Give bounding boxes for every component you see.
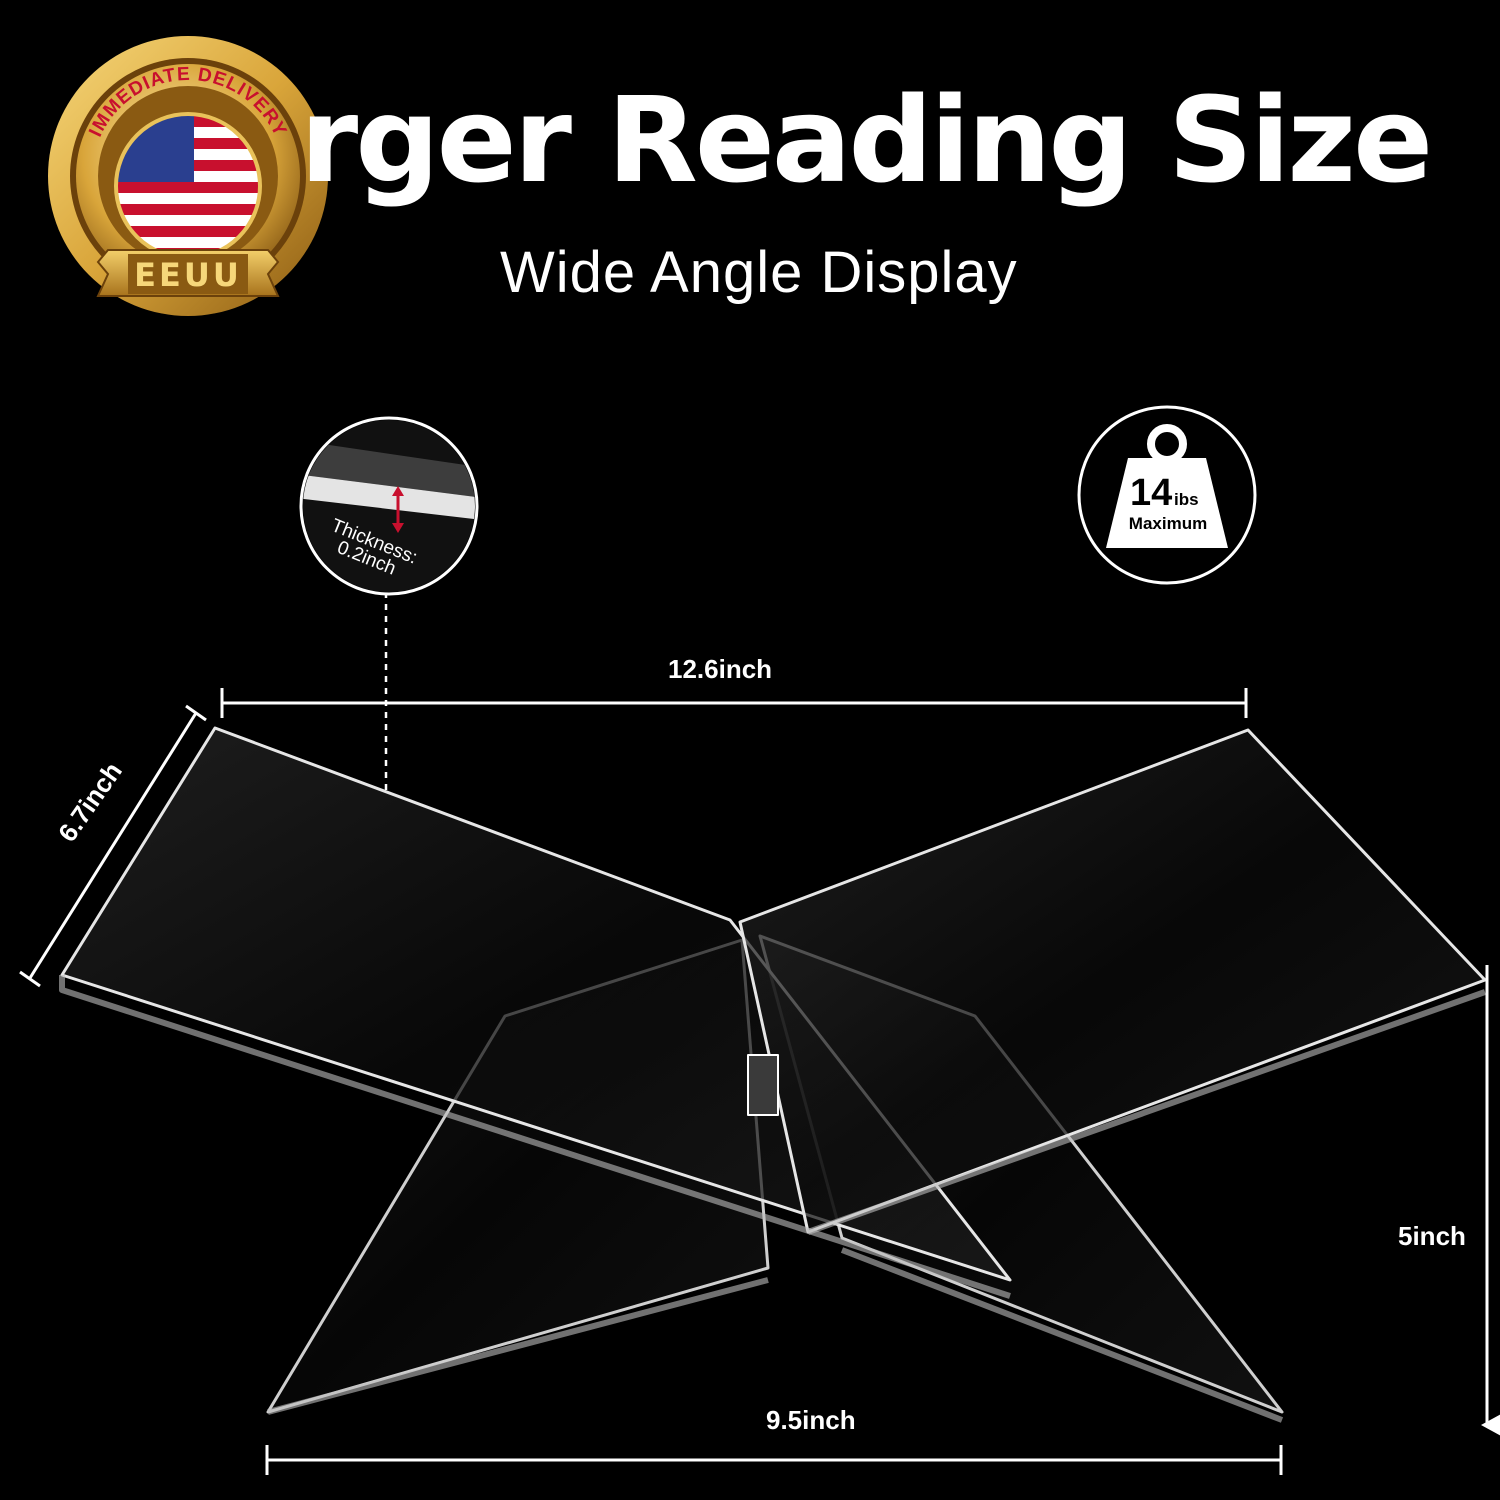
dimension-top-width: 12.6inch (668, 654, 773, 684)
weight-icon (1106, 424, 1228, 548)
badge-ribbon-text: EEUU (134, 256, 242, 294)
left-rest-panel (60, 726, 1012, 1282)
acrylic-stand (59, 726, 1487, 1423)
thickness-callout: Thickness: 0.2inch (299, 416, 479, 596)
us-flag-icon (116, 114, 260, 258)
dimension-height: 5inch (1398, 1221, 1466, 1251)
dimension-lines (19, 592, 1500, 1475)
headline: rger Reading Size (300, 71, 1433, 209)
weight-value: 14 (1130, 472, 1172, 514)
dimension-bottom-width: 9.5inch (766, 1405, 856, 1435)
right-rest-panel (738, 728, 1487, 1234)
weight-unit: ibs (1174, 490, 1199, 509)
weight-label: Maximum (1129, 514, 1207, 533)
weight-callout: 14 ibs Maximum (1077, 405, 1257, 585)
subheadline: Wide Angle Display (500, 240, 1018, 305)
immediate-delivery-badge: IMMEDIATE DELIVERY EEUU (48, 36, 328, 316)
